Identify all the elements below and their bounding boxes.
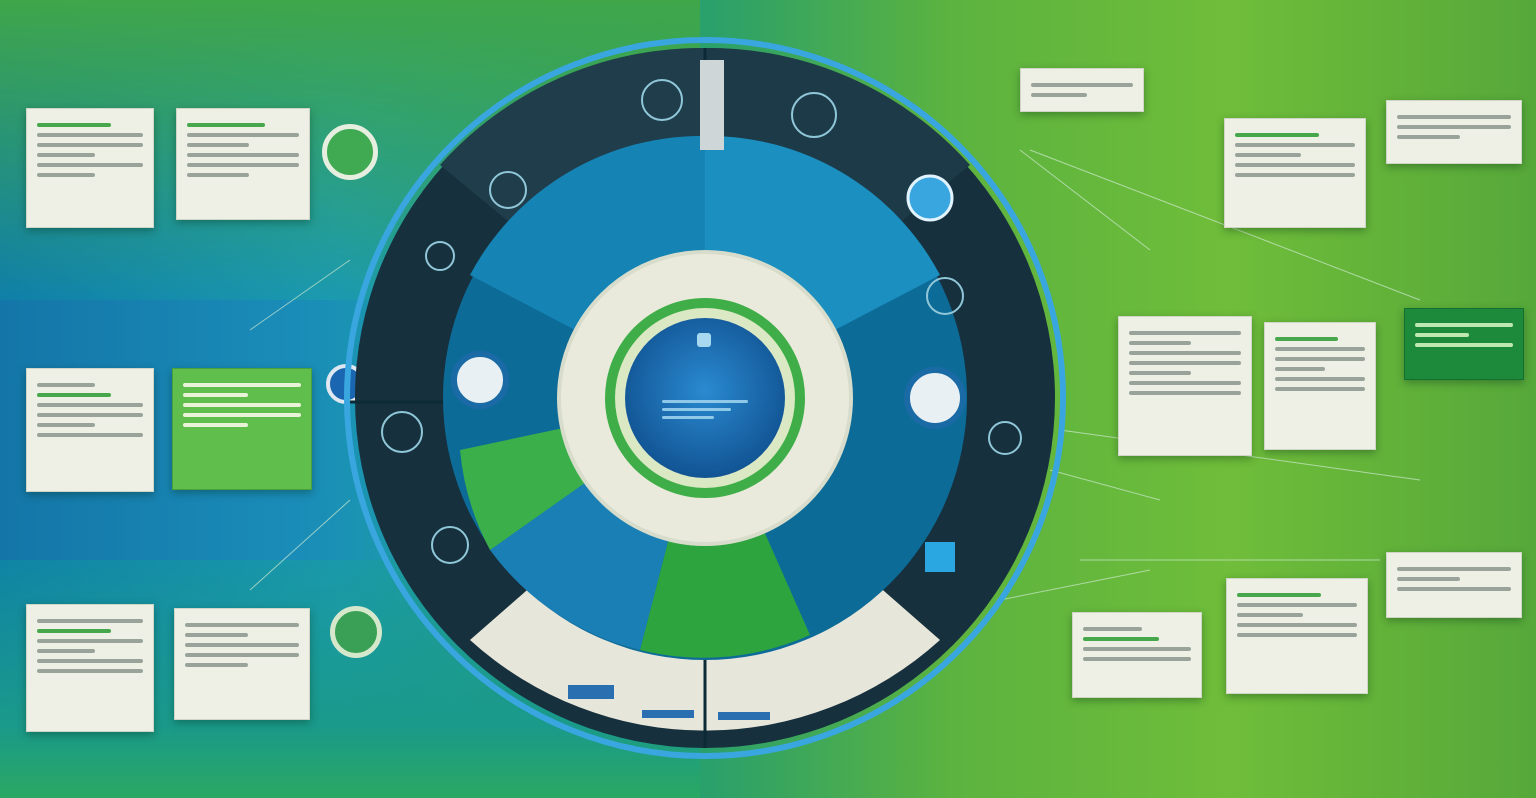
outer-segment-2 [440, 47, 705, 235]
info-card-right-7 [1072, 612, 1202, 698]
monitor-icon [641, 79, 683, 121]
info-card-left-3 [26, 368, 154, 492]
info-card-right-2 [1224, 118, 1366, 228]
central-wheel [344, 37, 1066, 759]
info-card-right-9 [1386, 552, 1522, 618]
center-title [648, 368, 758, 390]
info-card-left-1 [26, 108, 154, 228]
outer-glow-ring [344, 37, 1066, 759]
info-card-right-4 [1118, 316, 1252, 456]
info-card-right-3 [1386, 100, 1522, 164]
outer-segment-1 [705, 47, 970, 235]
info-card-right-5 [1264, 322, 1376, 450]
core [625, 318, 785, 478]
info-card-left-6 [174, 608, 310, 720]
gear-icon [425, 241, 455, 271]
info-card-right-1 [1020, 68, 1144, 112]
chart-icon [791, 92, 837, 138]
center-badge-icon [697, 333, 711, 347]
user-icon [904, 367, 966, 429]
document-icon [381, 411, 423, 453]
bottom-tag-3 [718, 712, 770, 720]
info-card-right-8 [1226, 578, 1368, 694]
bottom-tag-1 [568, 685, 614, 699]
info-card-right-6 [1404, 308, 1524, 380]
bolt-icon [451, 351, 509, 409]
chat-icon [489, 171, 527, 209]
node-circle-left-top [322, 124, 378, 180]
node-circle-left-bottom [330, 606, 382, 658]
bottom-tag-2 [642, 710, 694, 718]
center-subtitle-lines [662, 395, 748, 424]
leaf-icon [925, 542, 955, 572]
info-card-left-4 [172, 368, 312, 490]
cloud-icon [906, 174, 954, 222]
phone-icon [431, 526, 469, 564]
info-card-left-5 [26, 604, 154, 732]
top-divider-tab [700, 60, 724, 150]
lock-icon [988, 421, 1022, 455]
globe-icon [926, 277, 964, 315]
info-card-left-2 [176, 108, 310, 220]
